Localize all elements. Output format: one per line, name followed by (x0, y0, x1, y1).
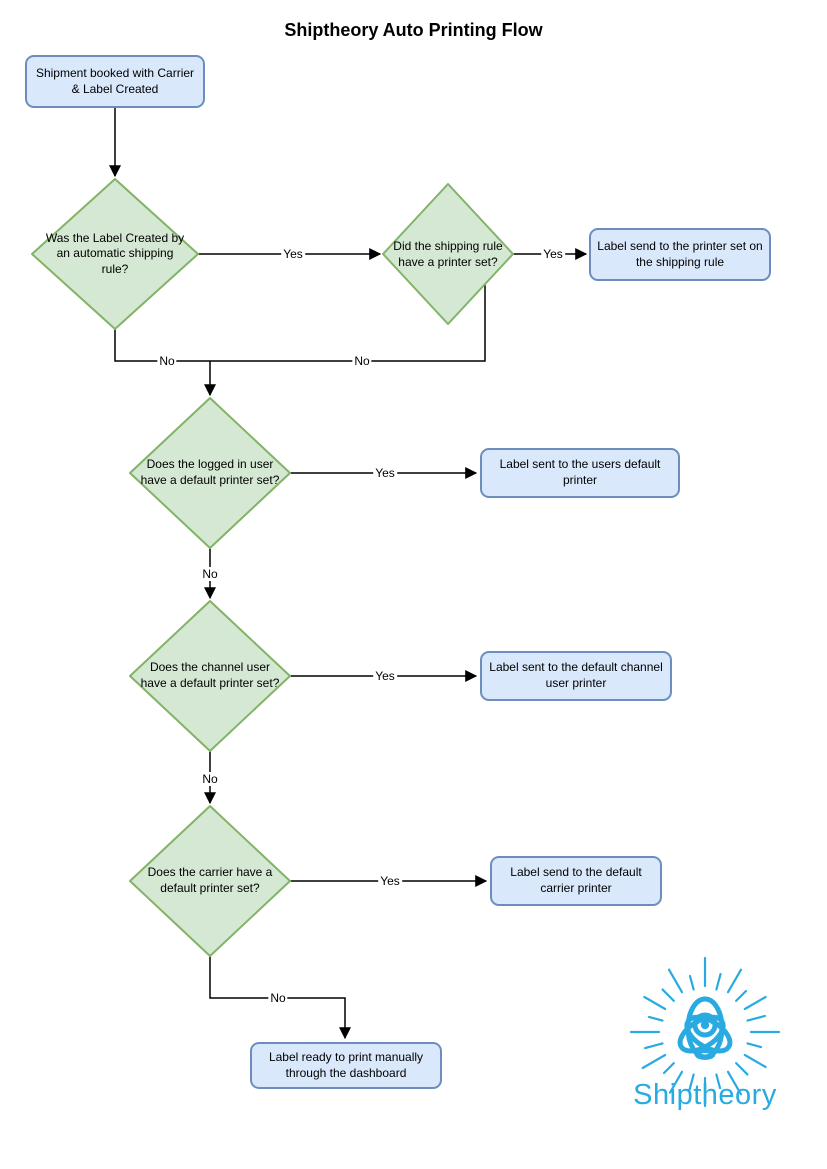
edge-label-carrier-yes: Yes (378, 874, 402, 888)
node-result-rule-printer: Label send to the printer set on the shi… (589, 228, 771, 281)
decision-carrier-printer-shape (129, 805, 291, 957)
edge-auto-rule-no (114, 329, 210, 362)
node-result-user-printer: Label sent to the users default printer (480, 448, 680, 498)
edge-label-auto-rule-yes: Yes (281, 247, 305, 261)
decision-channel-printer-label: Does the channel user have a default pri… (140, 660, 280, 690)
shiptheory-logo: Shiptheory (629, 956, 781, 1111)
edge-label-channel-no: No (200, 772, 220, 786)
edge-rule-printer-no (210, 285, 486, 362)
edge-label-channel-yes: Yes (373, 669, 397, 683)
edge-label-rule-printer-yes: Yes (541, 247, 565, 261)
decision-rule-printer-label: Did the shipping rule have a printer set… (393, 238, 503, 269)
logo-rays (629, 956, 781, 1108)
node-result-carrier-printer: Label send to the default carrier printe… (490, 856, 662, 906)
decision-rule-printer-shape (382, 183, 514, 325)
decision-channel-printer-shape (129, 600, 291, 752)
node-result-channel-printer: Label sent to the default channel user p… (480, 651, 672, 701)
node-start: Shipment booked with Carrier & Label Cre… (25, 55, 205, 108)
edge-label-carrier-no: No (268, 991, 288, 1005)
logo-wordmark: Shiptheory (633, 1079, 777, 1111)
edge-label-rule-printer-no: No (352, 354, 372, 368)
decision-user-printer-label: Does the logged in user have a default p… (140, 457, 280, 487)
decision-auto-rule-shape (31, 178, 199, 330)
edge-label-user-yes: Yes (373, 466, 397, 480)
rocket-icon (677, 996, 733, 1060)
decision-auto-rule-label: Was the Label Created by an automatic sh… (45, 230, 185, 276)
node-result-manual: Label ready to print manually through th… (250, 1042, 442, 1089)
edge-label-auto-rule-no: No (157, 354, 177, 368)
page-title: Shiptheory Auto Printing Flow (284, 20, 543, 40)
decision-user-printer-shape (129, 397, 291, 549)
decision-carrier-printer-label: Does the carrier have a default printer … (147, 865, 273, 895)
edge-label-user-no: No (200, 567, 220, 581)
